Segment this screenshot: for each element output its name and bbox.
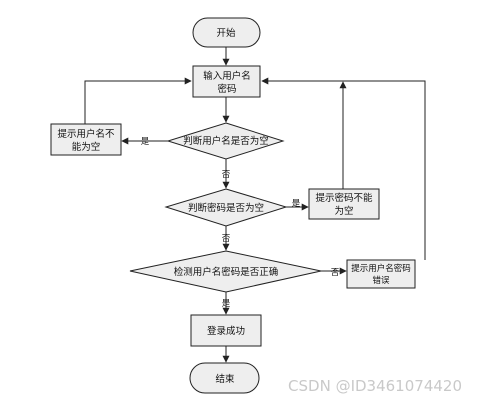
end-label: 结束 [215, 373, 235, 385]
login-success-node [190, 314, 262, 347]
wrong-label-line1: 提示用户名密码 [351, 263, 411, 274]
username-empty-label-line1: 提示用户名不 [57, 128, 115, 140]
edge-label-password-yes: 是 [292, 199, 301, 209]
edge-label-password-no: 否 [222, 234, 231, 244]
password-empty-label-line2: 为空 [334, 205, 353, 217]
edge-username-empty-back [84, 77, 192, 124]
password-empty-node [308, 188, 380, 220]
username-empty-label-line2: 能为空 [72, 141, 101, 153]
check-password-label: 判断密码是否为空 [188, 202, 264, 214]
edge-label-username-yes: 是 [141, 137, 150, 147]
verify-label: 检测用户名密码是否正确 [174, 266, 279, 278]
wrong-label-line2: 错误 [372, 275, 390, 286]
edge-wrong-back [261, 77, 426, 260]
wrong-node [346, 259, 416, 289]
verify-node [129, 250, 322, 293]
edge-label-verify-no: 否 [331, 268, 340, 278]
start-label: 开始 [216, 27, 236, 39]
login-success-label: 登录成功 [207, 325, 245, 337]
check-username-node [166, 122, 285, 160]
edge-label-verify-yes: 是 [222, 299, 231, 309]
input-label-line1: 输入用户名 [203, 70, 251, 82]
edge-label-username-no: 否 [222, 170, 231, 180]
watermark: CSDN @ID3461074420 [288, 377, 462, 395]
check-password-node [164, 188, 288, 227]
start-node [192, 17, 261, 48]
username-empty-node [50, 123, 122, 156]
input-node [192, 65, 261, 98]
input-label-line2: 密码 [217, 83, 236, 95]
password-empty-label-line1: 提示密码不能 [315, 192, 373, 204]
check-username-label: 判断用户名是否为空 [183, 135, 269, 147]
end-node [189, 362, 260, 394]
